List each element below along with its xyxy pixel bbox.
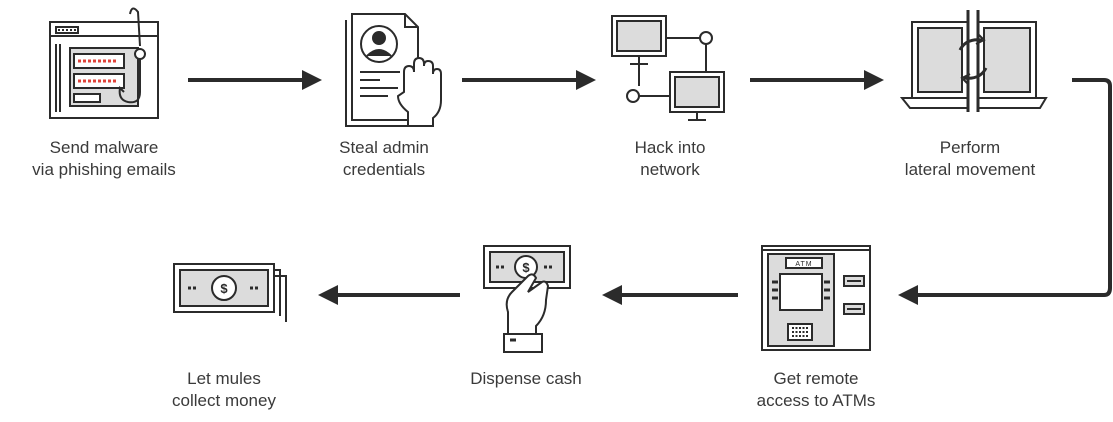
credentials-icon: [345, 13, 442, 127]
label-line: Hack into: [634, 138, 706, 157]
phishing-email-icon: [49, 7, 159, 119]
step-label-lateral-movement: Perform lateral movement: [880, 137, 1060, 181]
label-line: lateral movement: [904, 160, 1036, 179]
step-label-steal-credentials: Steal admin credentials: [314, 137, 454, 181]
label-line: network: [640, 160, 700, 179]
cash-dollar-sign: $: [522, 260, 530, 275]
step-label-send-malware: Send malware via phishing emails: [0, 137, 208, 181]
step-label-mules-collect: Let mules collect money: [164, 368, 284, 412]
label-line: Steal admin: [339, 138, 429, 157]
atm-screen-label: ATM: [795, 261, 812, 268]
label-line: Perform: [939, 138, 1001, 157]
label-line: credentials: [342, 160, 426, 179]
label-line: Let mules: [187, 369, 261, 388]
label-line: collect money: [172, 391, 276, 410]
step-label-hack-network: Hack into network: [600, 137, 740, 181]
money-stack-icon: $: [173, 263, 287, 322]
label-line: via phishing emails: [32, 160, 176, 179]
dispense-cash-icon: $: [483, 245, 571, 353]
label-line: access to ATMs: [756, 391, 876, 410]
flow-arrows: [188, 70, 1112, 305]
atm-icon: ATM: [761, 245, 871, 351]
label-line: Send malware: [49, 138, 159, 157]
step-label-dispense-cash: Dispense cash: [446, 368, 606, 390]
arrow-4-to-5-connector: [898, 78, 1112, 305]
step-label-remote-access-atms: Get remote access to ATMs: [736, 368, 896, 412]
lateral-movement-icon: [899, 10, 1048, 112]
label-line: Get remote: [773, 369, 859, 388]
stack-dollar-sign: $: [220, 281, 228, 296]
label-line: Dispense cash: [470, 369, 582, 388]
network-icon: [611, 15, 725, 121]
